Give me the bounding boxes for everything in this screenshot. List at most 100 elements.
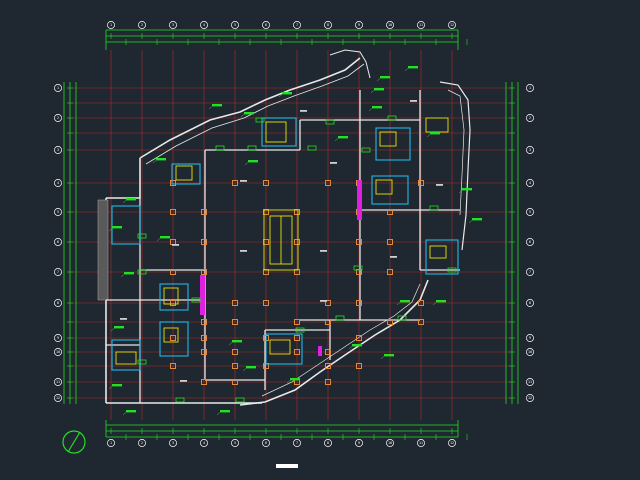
west-facade-band xyxy=(97,199,109,301)
axis-bubble-right: 8 xyxy=(526,299,534,307)
column-marker xyxy=(232,319,238,325)
stair-core-west-2 xyxy=(159,321,189,357)
column-marker xyxy=(418,300,424,306)
svg-text:9: 9 xyxy=(57,336,59,340)
svg-text:6: 6 xyxy=(265,441,267,445)
stair-core-northwest xyxy=(171,163,201,185)
door-marker xyxy=(137,233,147,239)
axis-bubble-left: 4 xyxy=(54,179,62,187)
column-marker xyxy=(263,300,269,306)
column-marker xyxy=(232,180,238,186)
equipment-blocks xyxy=(115,117,449,365)
column-marker xyxy=(201,319,207,325)
room-label-mark xyxy=(180,380,187,382)
column-marker xyxy=(232,379,238,385)
door-marker xyxy=(447,267,457,273)
annotation-tag xyxy=(120,272,134,278)
axis-bubble-right: 5 xyxy=(526,208,534,216)
svg-text:7: 7 xyxy=(529,270,531,274)
axis-bubble-bottom: 5 xyxy=(231,439,239,447)
door-marker xyxy=(137,359,147,365)
door-marker xyxy=(235,397,245,403)
svg-text:1: 1 xyxy=(110,441,112,445)
axis-bubble-top: 5 xyxy=(231,21,239,29)
axis-bubble-bottom: 6 xyxy=(262,439,270,447)
axis-bubble-bottom: 3 xyxy=(169,439,177,447)
column-marker xyxy=(418,180,424,186)
column-marker xyxy=(294,209,300,215)
svg-text:9: 9 xyxy=(529,336,531,340)
stair-core-south xyxy=(265,333,303,365)
door-marker xyxy=(361,147,371,153)
axis-bubble-right: 7 xyxy=(526,268,534,276)
column-marker xyxy=(201,335,207,341)
axis-bubble-right: 6 xyxy=(526,238,534,246)
svg-text:6: 6 xyxy=(265,23,267,27)
door-marker xyxy=(191,297,201,303)
svg-text:2: 2 xyxy=(529,116,531,120)
annotation-tag xyxy=(396,300,410,306)
column-marker xyxy=(356,300,362,306)
svg-text:9: 9 xyxy=(358,23,360,27)
axis-bubble-left: 5 xyxy=(54,208,62,216)
annotation-tag xyxy=(240,112,254,118)
column-marker xyxy=(325,180,331,186)
annotation-tags xyxy=(108,66,482,416)
svg-text:8: 8 xyxy=(529,301,531,305)
annotation-tag xyxy=(432,300,446,306)
axis-bubble-top: 7 xyxy=(293,21,301,29)
svg-text:3: 3 xyxy=(172,441,174,445)
axis-bubble-top: 10 xyxy=(386,21,394,29)
svg-text:10: 10 xyxy=(528,350,532,354)
svg-text:8: 8 xyxy=(57,301,59,305)
svg-text:8: 8 xyxy=(327,23,329,27)
vertical-shafts xyxy=(200,180,362,356)
column-marker xyxy=(201,349,207,355)
svg-text:5: 5 xyxy=(57,210,59,214)
axis-bubble-left: 8 xyxy=(54,299,62,307)
svg-text:3: 3 xyxy=(57,148,59,152)
column-marker xyxy=(356,239,362,245)
column-marker xyxy=(170,209,176,215)
svg-text:11: 11 xyxy=(56,380,60,384)
svg-text:11: 11 xyxy=(528,380,532,384)
door-marker xyxy=(215,145,225,151)
column-marker xyxy=(201,239,207,245)
door-marker xyxy=(387,115,397,121)
east-curved-wall xyxy=(439,81,471,251)
column-marker xyxy=(294,239,300,245)
axis-bubble-left: 3 xyxy=(54,146,62,154)
annotation-tag xyxy=(278,92,292,98)
svg-text:5: 5 xyxy=(529,210,531,214)
axis-bubble-left: 7 xyxy=(54,268,62,276)
axis-bubble-bottom: 2 xyxy=(138,439,146,447)
axis-bubble-left: 1 xyxy=(54,84,62,92)
svg-text:4: 4 xyxy=(57,181,59,185)
axis-bubble-right: 1 xyxy=(526,84,534,92)
svg-text:1: 1 xyxy=(529,86,531,90)
annotation-tag xyxy=(110,326,124,332)
svg-text:7: 7 xyxy=(296,441,298,445)
column-marker xyxy=(387,269,393,275)
svg-text:12: 12 xyxy=(450,23,454,27)
column-marker xyxy=(232,363,238,369)
svg-text:6: 6 xyxy=(529,240,531,244)
svg-text:2: 2 xyxy=(141,23,143,27)
column-marker xyxy=(232,349,238,355)
axis-bubble-right: 12 xyxy=(526,394,534,402)
svg-text:11: 11 xyxy=(419,23,423,27)
door-marker xyxy=(325,119,335,125)
axis-bubble-right: 9 xyxy=(526,334,534,342)
svg-text:3: 3 xyxy=(172,23,174,27)
column-marker xyxy=(356,269,362,275)
annotation-tag xyxy=(156,236,170,242)
door-marker xyxy=(429,205,439,211)
south-east-diagonal-wall xyxy=(239,279,429,406)
column-marker xyxy=(201,269,207,275)
column-marker xyxy=(387,319,393,325)
annotation-tag xyxy=(334,136,348,142)
annotation-tag xyxy=(286,378,300,384)
annotation-tag xyxy=(216,410,230,416)
svg-text:11: 11 xyxy=(419,441,423,445)
